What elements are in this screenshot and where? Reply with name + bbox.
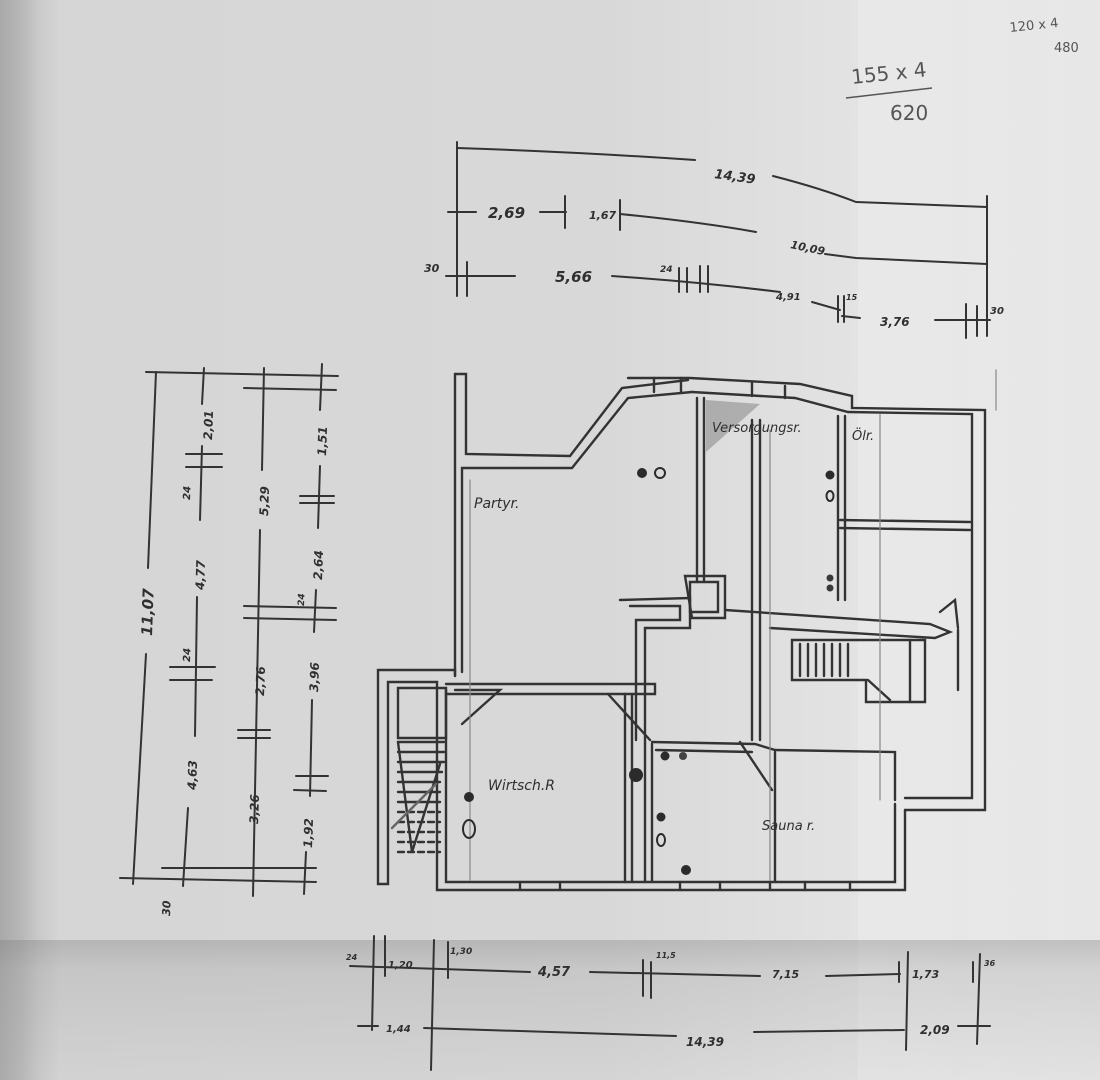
- room-label-oelraum: Ölr.: [852, 427, 874, 444]
- dim-left-col3-3: 3,96: [307, 662, 322, 692]
- dim-left-col1-4: 4,63: [185, 760, 200, 791]
- room-label-wirtschaftsraum: Wirtsch.R: [488, 778, 555, 794]
- paper-fold-bottom: [0, 940, 1100, 1080]
- dim-top-row3-1: 5,66: [555, 268, 592, 286]
- dim-bottom-row1-5: 7,15: [772, 968, 799, 981]
- dim-bottom-row1-4: 11,5: [656, 951, 676, 960]
- dim-left-col2-2: 3,26: [247, 794, 262, 824]
- calc-top-line1: 155 x 4: [850, 57, 928, 89]
- dim-left-col1-3: 24: [182, 648, 193, 662]
- dim-bottom-row1-1: 1,20: [388, 960, 413, 971]
- dim-bottom-row1-2: 1,30: [450, 947, 472, 957]
- dim-bottom-row1-0: 24: [346, 953, 358, 962]
- dim-top-row3-3: 4,91: [775, 292, 801, 303]
- dim-left-col1-2: 4,77: [193, 559, 208, 591]
- dim-bottom-row1-3: 4,57: [537, 965, 571, 980]
- dim-bottom-row1-7: 36: [984, 959, 996, 968]
- dim-left-bottom-wall: 30: [160, 900, 174, 916]
- calc-corner-line2: 480: [1054, 41, 1079, 56]
- dim-top-row3-2: 24: [660, 265, 673, 275]
- dim-bottom-row2-2: 2,09: [920, 1023, 950, 1037]
- dim-left-col1-1: 24: [182, 486, 193, 500]
- room-label-saunaraum: Sauna r.: [762, 819, 815, 834]
- pencil-guides: [469, 369, 997, 881]
- shaded-corner: [706, 400, 760, 452]
- dim-left-col3-0: 1,51: [315, 426, 330, 456]
- fixtures: [462, 467, 835, 875]
- left-dimension-lines: [119, 363, 339, 897]
- dim-top-overall: 14,39: [713, 167, 756, 188]
- dim-top-row2-2: 10,09: [789, 238, 826, 258]
- dim-left-col3-1: 2,64: [311, 550, 326, 580]
- room-label-partyraum: Partyr.: [474, 496, 519, 512]
- dim-top-row3-4: 15: [846, 293, 858, 302]
- dim-left-col3-2: 24: [297, 593, 307, 606]
- room-label-versorgungsraum: Versorgungsr.: [712, 421, 802, 436]
- dim-left-col1-0: 2,01: [201, 410, 216, 440]
- dim-top-row2-0: 2,69: [488, 204, 525, 222]
- paper-fold-right: [858, 0, 1100, 1080]
- dim-left-col3-4: 1,92: [301, 818, 316, 848]
- dim-bottom-row2-1: 14,39: [686, 1035, 724, 1049]
- dim-top-row2-1: 1,67: [589, 209, 616, 222]
- calc-corner-line1: 120 x 4: [1009, 16, 1059, 36]
- dim-left-col2-0: 5,29: [257, 486, 272, 516]
- dim-top-row3-6: 30: [990, 306, 1004, 317]
- dim-top-row3-5: 3,76: [880, 315, 910, 329]
- dim-top-row3-0: 30: [424, 262, 440, 275]
- dim-bottom-row2-0: 1,44: [386, 1024, 411, 1035]
- bottom-dimension-lines: [349, 935, 991, 1071]
- calc-top-line2: 620: [890, 101, 928, 125]
- dim-left-overall: 11,07: [138, 588, 158, 637]
- dim-left-col2-1: 2,76: [253, 666, 268, 696]
- top-dimension-lines: [445, 141, 991, 339]
- dim-bottom-row1-6: 1,73: [912, 968, 939, 981]
